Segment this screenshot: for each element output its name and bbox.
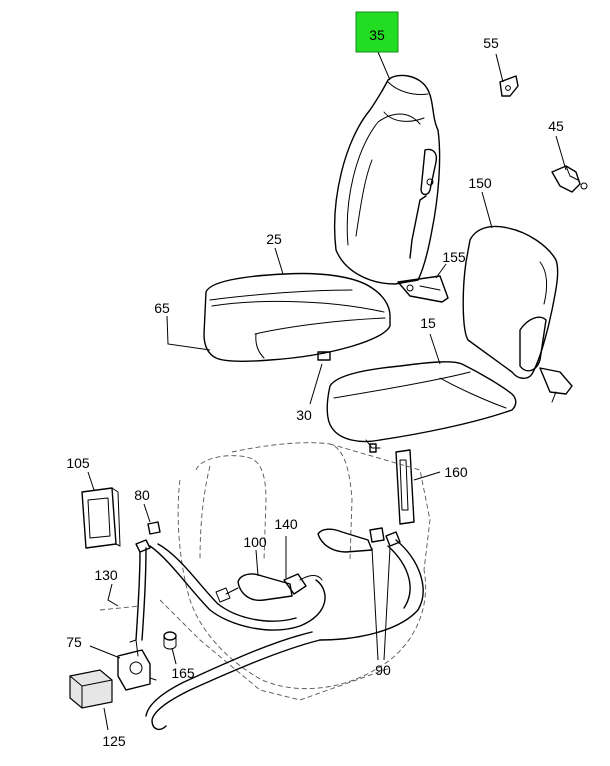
leader-150: [481, 191, 493, 229]
leader-130: [107, 583, 119, 607]
label-150[interactable]: 150: [468, 175, 492, 191]
seat-belt-assembly-130[interactable]: [135, 539, 326, 641]
seat-back-35[interactable]: [333, 74, 449, 303]
strip-160[interactable]: [395, 449, 415, 525]
label-90[interactable]: 90: [375, 662, 391, 678]
label-80[interactable]: 80: [134, 487, 150, 503]
leader-105: [87, 471, 95, 491]
leader-80: [143, 503, 151, 523]
leader-90a: [371, 547, 379, 661]
leader-15: [429, 333, 441, 365]
seat-back-150[interactable]: [462, 225, 573, 403]
leader-75: [89, 645, 121, 659]
leader-lines: [87, 51, 567, 731]
label-65[interactable]: 65: [154, 300, 170, 316]
leader-125: [103, 707, 109, 731]
leader-55: [495, 53, 504, 83]
label-75[interactable]: 75: [66, 634, 82, 650]
leader-65: [166, 315, 211, 351]
leader-30: [309, 363, 323, 405]
seat-cushion-25[interactable]: [203, 272, 391, 363]
label-130[interactable]: 130: [94, 567, 118, 583]
retractor-75[interactable]: [117, 639, 157, 691]
phantom-seat-outline: [99, 442, 431, 701]
leader-100: [255, 549, 259, 577]
leader-160: [413, 471, 441, 481]
label-35[interactable]: 35: [369, 27, 385, 43]
leader-90b: [383, 547, 391, 661]
label-15[interactable]: 15: [420, 315, 436, 331]
buckle-140[interactable]: [283, 573, 323, 595]
bracket-55[interactable]: [499, 75, 519, 97]
label-125[interactable]: 125: [102, 733, 126, 749]
buckle-90[interactable]: [145, 527, 424, 731]
label-25[interactable]: 25: [266, 231, 282, 247]
highlight-box-35[interactable]: [355, 11, 399, 53]
leader-155: [435, 263, 447, 279]
leader-165: [171, 647, 177, 665]
buckle-100[interactable]: [215, 573, 293, 603]
seat-cushion-15[interactable]: [326, 361, 517, 453]
grommet-165[interactable]: [163, 631, 177, 650]
leader-35: [377, 51, 391, 81]
label-100[interactable]: 100: [243, 534, 267, 550]
label-165[interactable]: 165: [171, 665, 195, 681]
label-155[interactable]: 155: [442, 249, 466, 265]
latch-45[interactable]: [551, 165, 588, 193]
label-45[interactable]: 45: [548, 118, 564, 134]
leader-25: [274, 247, 284, 275]
clip-80[interactable]: [147, 521, 161, 535]
bezel-105[interactable]: [81, 487, 121, 549]
label-55[interactable]: 55: [483, 35, 499, 51]
box-125[interactable]: [69, 669, 113, 709]
leader-45: [555, 135, 567, 171]
label-30[interactable]: 30: [296, 407, 312, 423]
label-105[interactable]: 105: [66, 455, 90, 471]
label-160[interactable]: 160: [444, 464, 468, 480]
label-140[interactable]: 140: [274, 516, 298, 532]
